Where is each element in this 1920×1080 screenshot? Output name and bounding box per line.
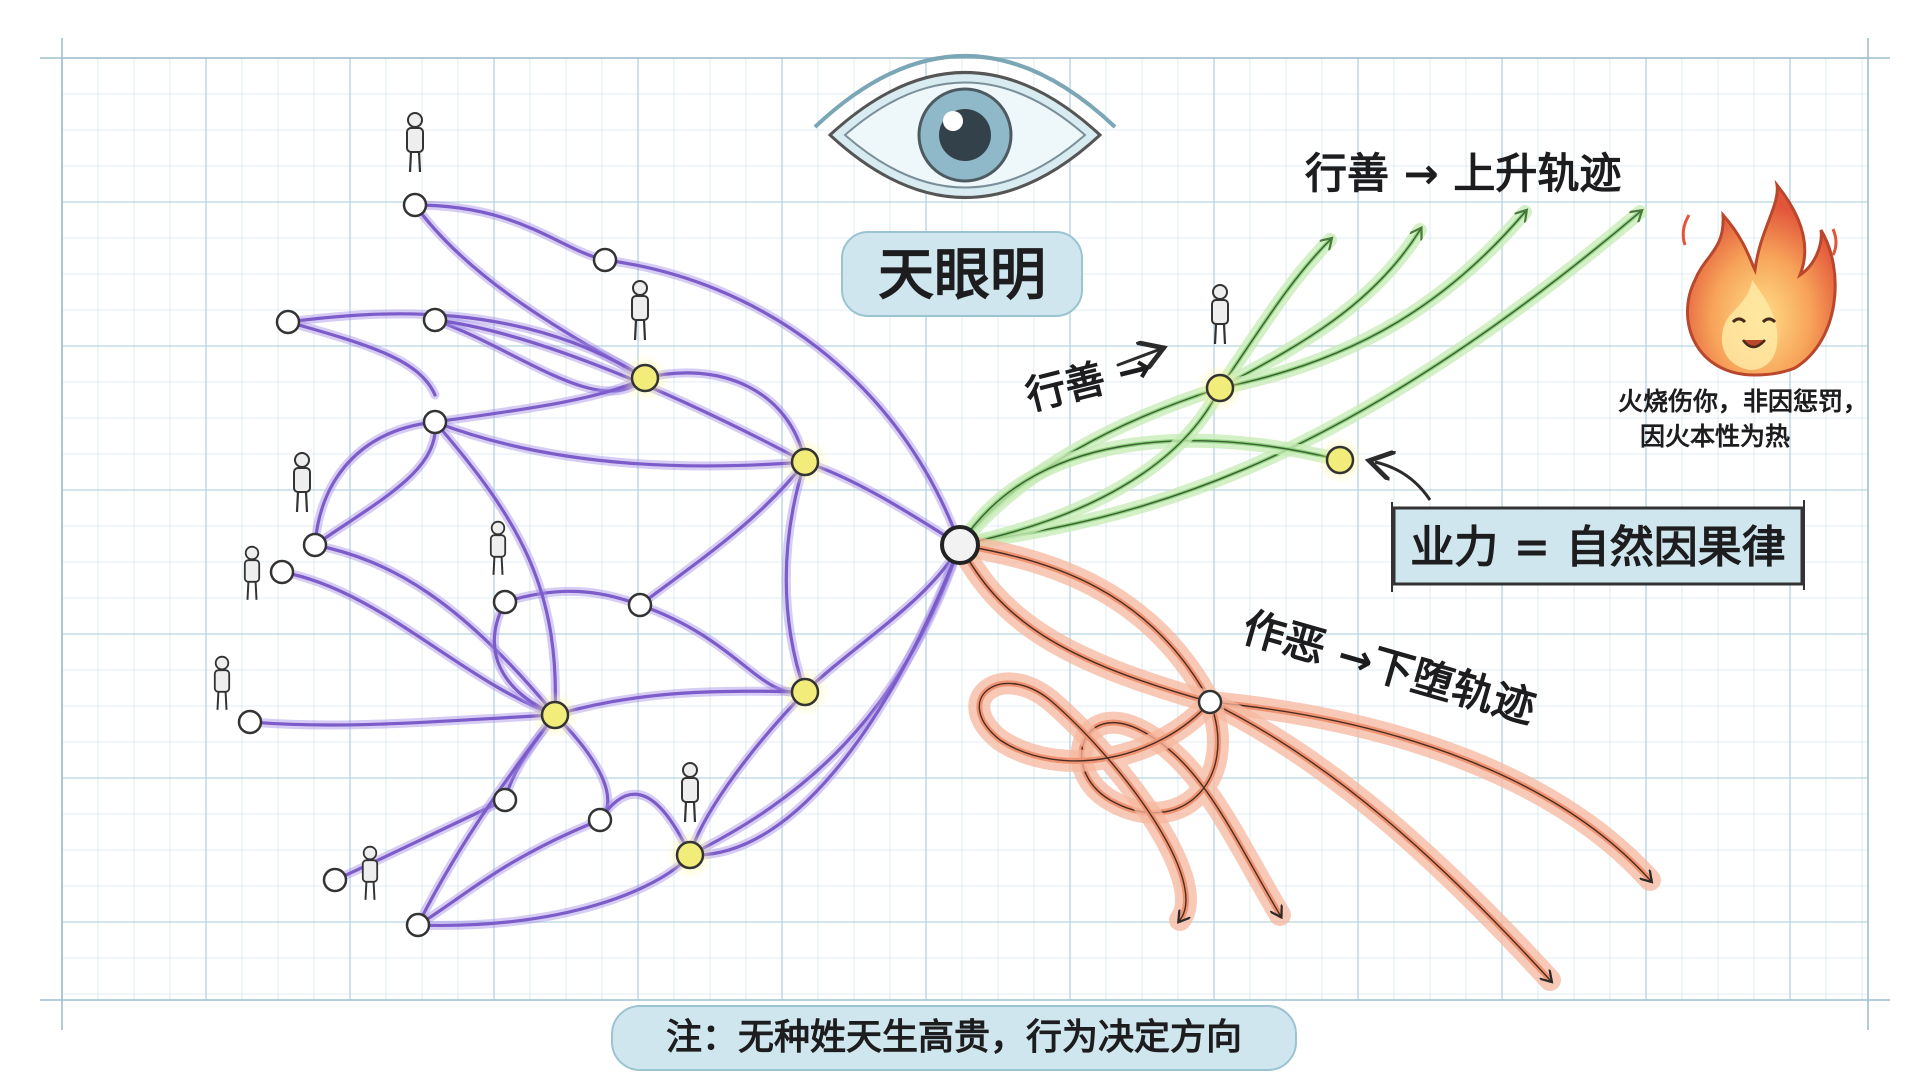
person-icon xyxy=(1211,284,1229,345)
person-icon xyxy=(489,520,507,575)
network-node xyxy=(587,807,613,833)
network-node xyxy=(1197,689,1223,715)
orange-falling-paths xyxy=(949,534,1661,991)
purple-path xyxy=(413,203,607,262)
highlighted-node xyxy=(675,840,705,870)
fire-note-line2: 因火本性为热 xyxy=(1640,422,1790,451)
purple-path xyxy=(313,420,437,547)
orange-path-ink xyxy=(1209,701,1650,880)
person-icon xyxy=(213,655,231,710)
footer-note: 注：无种姓天生高贵，行为决定方向 xyxy=(666,1017,1242,1058)
person-icon xyxy=(293,452,311,513)
good-trajectory-label: 行善 → 上升轨迹 xyxy=(1305,149,1621,198)
purple-path xyxy=(416,853,692,928)
network-node xyxy=(237,709,263,735)
orange-path-ink xyxy=(1209,701,1550,980)
network-node xyxy=(402,192,428,218)
karma-law-box: 业力 = 自然因果律 xyxy=(1391,500,1805,592)
orange-path-ink xyxy=(978,682,1211,920)
purple-path xyxy=(248,713,557,727)
purple-path-glow xyxy=(430,417,560,720)
purple-path-glow xyxy=(413,710,560,930)
title-badge: 天眼明 xyxy=(841,231,1083,317)
green-path-ink xyxy=(959,440,1340,546)
purple-path xyxy=(643,371,807,464)
fire-note-line1: 火烧伤你，非因惩罚， xyxy=(1618,387,1868,416)
central-node xyxy=(940,525,980,565)
orange-path-glow xyxy=(1199,691,1561,991)
purple-path-glow xyxy=(635,457,810,610)
purple-path-glow xyxy=(685,687,810,860)
purple-path xyxy=(638,460,807,607)
purple-path xyxy=(503,589,642,607)
green-path-ink xyxy=(959,388,1220,546)
purple-path xyxy=(688,543,962,857)
network-node xyxy=(405,912,431,938)
network-nodes xyxy=(237,192,1364,938)
green-path-ink xyxy=(1219,230,1420,389)
purple-path xyxy=(286,312,647,380)
highlighted-node xyxy=(540,700,570,730)
purple-path-glow xyxy=(283,317,440,400)
highlighted-node xyxy=(790,677,820,707)
network-node xyxy=(592,247,618,273)
flame-face-icon xyxy=(1681,179,1838,377)
purple-path xyxy=(280,570,557,717)
people-figures xyxy=(213,112,1229,900)
orange-path-ink xyxy=(959,544,1210,702)
green-path-ink xyxy=(1219,240,1330,389)
highlighted-node xyxy=(1325,445,1355,475)
purple-path xyxy=(416,818,602,927)
purple-path xyxy=(433,420,558,717)
network-node xyxy=(275,309,301,335)
network-node xyxy=(322,867,348,893)
purple-path xyxy=(433,318,807,464)
network-node xyxy=(627,592,653,618)
highlighted-node xyxy=(630,363,660,393)
good-short-label: 行善 → xyxy=(1021,344,1156,419)
purple-path-glow xyxy=(800,457,965,550)
purple-path xyxy=(603,258,962,547)
purple-path xyxy=(286,320,437,397)
network-node xyxy=(492,589,518,615)
person-icon xyxy=(361,845,379,900)
eye-icon xyxy=(813,54,1117,199)
purple-path xyxy=(333,798,507,882)
network-node xyxy=(269,559,295,585)
footer-note-badge: 注：无种姓天生高贵，行为决定方向 xyxy=(611,1005,1297,1071)
purple-path xyxy=(313,543,557,717)
arrow-icon xyxy=(1116,350,1158,365)
network-node xyxy=(492,787,518,813)
purple-path xyxy=(313,420,437,547)
orange-path-ink xyxy=(959,544,1210,702)
page-title: 天眼明 xyxy=(878,243,1046,308)
person-icon xyxy=(631,280,649,341)
purple-path xyxy=(433,420,807,468)
network-node xyxy=(422,409,448,435)
network-node xyxy=(422,307,448,333)
person-icon xyxy=(406,112,424,173)
purple-path xyxy=(553,689,807,717)
purple-path xyxy=(803,543,962,694)
highlighted-node xyxy=(1205,373,1235,403)
purple-path xyxy=(784,460,807,694)
purple-path-glow xyxy=(430,373,650,427)
person-icon xyxy=(243,545,261,600)
person-icon xyxy=(681,762,699,823)
network-node xyxy=(302,532,328,558)
green-rising-paths xyxy=(953,205,1647,552)
highlighted-node xyxy=(790,447,820,477)
arrow-icon xyxy=(1375,462,1432,501)
karma-law-label: 业力 = 自然因果律 xyxy=(1410,522,1786,573)
green-path-ink xyxy=(1219,212,1525,389)
